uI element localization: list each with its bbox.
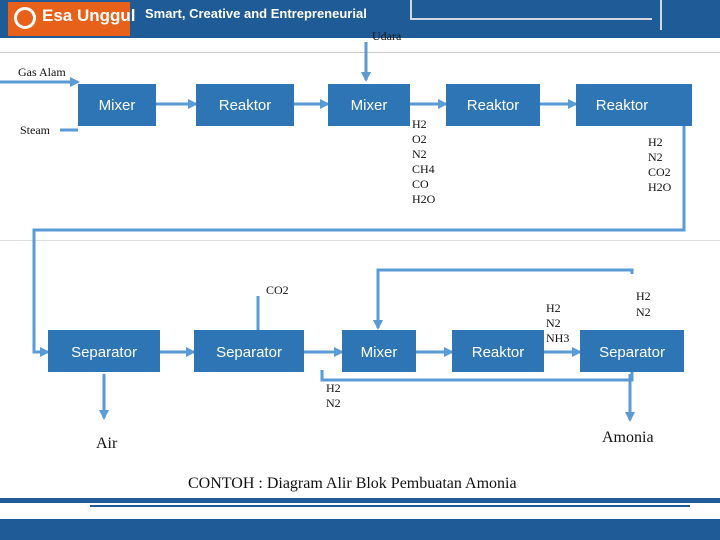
component: N2 [412,147,427,161]
unit-label-separator: Separator [216,344,282,361]
unit-box [452,330,544,372]
unit-label-reaktor: Reaktor [467,97,520,114]
unit-label-separator: Separator [599,344,665,361]
component: H2O [648,180,672,194]
unit-label-mixer: Mixer [361,344,398,361]
row2-units: Separator Separator Mixer Reaktor Separa… [48,330,684,372]
unit-box [446,84,540,126]
header-decoration [660,0,662,30]
stream-composition-1: H2 O2 N2 CH4 CO H2O [412,117,436,206]
component: H2 [636,289,651,303]
component: N2 [326,396,341,410]
unit-label-reaktor: Reaktor [596,97,649,114]
recycle-composition: H2 N2 [326,381,341,410]
component: N2 [546,316,561,330]
unit-box [576,84,692,126]
recycle-line-b [373,268,634,330]
unit-label-mixer: Mixer [99,97,136,114]
unit-label-separator: Separator [71,344,137,361]
tagline: Smart, Creative and Entrepreneurial [145,6,367,21]
stream-composition-4: H2 N2 [636,289,651,319]
component: N2 [648,150,663,164]
brand-name: Esa Unggul [42,6,136,25]
co2-label: CO2 [266,283,289,297]
component: CO2 [648,165,671,179]
stream-composition-3: H2 N2 NH3 [546,301,569,345]
component: N2 [636,305,651,319]
unit-box [342,330,416,372]
stream-composition-2: H2 N2 CO2 H2O [648,135,672,194]
component: H2 [546,301,561,315]
header-decoration [410,0,652,20]
unit-label-reaktor: Reaktor [219,97,272,114]
divider [0,52,720,53]
unit-box [48,330,160,372]
component: O2 [412,132,427,146]
diagram-caption: CONTOH : Diagram Alir Blok Pembuatan Amo… [188,475,517,492]
unit-label-mixer: Mixer [351,97,388,114]
input-steam: Steam [20,123,51,137]
component: CO [412,177,429,191]
component: NH3 [546,331,569,345]
component: H2 [648,135,663,149]
unit-box [580,330,684,372]
unit-box [78,84,156,126]
row1-units: Mixer Reaktor Mixer Reaktor Reaktor [78,84,692,126]
component: H2O [412,192,436,206]
component: H2 [412,117,427,131]
component: CH4 [412,162,435,176]
input-gas-alam: Gas Alam [18,65,66,79]
unit-label-reaktor: Reaktor [472,344,525,361]
component: H2 [326,381,341,395]
output-amonia: Amonia [602,429,654,446]
unit-box [194,330,304,372]
logo-icon [14,7,36,29]
return-line [32,126,686,357]
unit-box [328,84,410,126]
footer-band [0,503,720,519]
output-air: Air [96,435,118,452]
footer-decoration [90,505,690,519]
input-udara: Udara [372,29,402,43]
divider [0,240,720,241]
unit-box [196,84,294,126]
